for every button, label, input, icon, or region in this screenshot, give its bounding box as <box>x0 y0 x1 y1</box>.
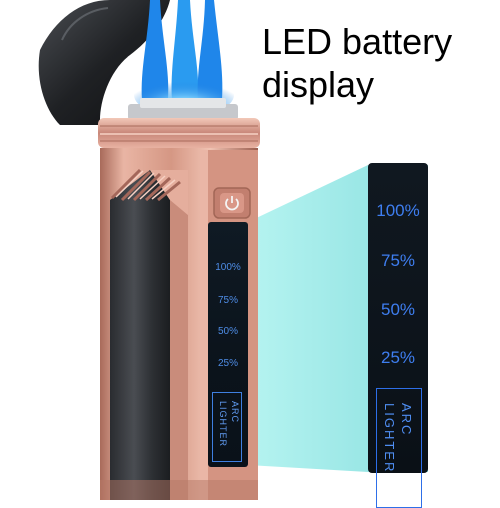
big-battery-display: 100% 75% 50% 25% ARC LIGHTER <box>368 163 428 508</box>
caption: LED battery display <box>262 20 492 106</box>
power-button-icon <box>213 187 251 219</box>
mini-level-25: 25% <box>217 358 238 369</box>
big-level-50: 50% <box>380 300 416 319</box>
big-level-25: 25% <box>380 348 416 367</box>
caption-line-1: LED battery <box>262 21 453 62</box>
mini-brand-text: ARC LIGHTER <box>215 401 241 461</box>
top-band <box>98 118 260 148</box>
mini-brand-box: ARC LIGHTER <box>212 392 242 462</box>
big-brand-line-1: ARC <box>399 403 414 437</box>
side-panel <box>110 170 170 500</box>
grip-ridges <box>110 168 181 202</box>
big-brand-box: ARC LIGHTER <box>376 388 422 508</box>
big-brand-line-2: LIGHTER <box>382 403 397 474</box>
open-lid <box>38 0 171 125</box>
big-level-100: 100% <box>376 201 420 220</box>
mini-brand-line-2: LIGHTER <box>218 401 228 448</box>
mini-brand-line-1: ARC <box>230 401 240 424</box>
mini-level-100: 100% <box>215 262 241 273</box>
mini-level-50: 50% <box>217 326 238 337</box>
caption-line-2: display <box>262 64 375 105</box>
big-brand-text: ARC LIGHTER <box>382 403 415 507</box>
mini-level-75: 75% <box>217 295 238 306</box>
big-level-75: 75% <box>380 251 416 270</box>
mini-battery-display: 100% 75% 50% 25% ARC LIGHTER <box>208 222 248 467</box>
